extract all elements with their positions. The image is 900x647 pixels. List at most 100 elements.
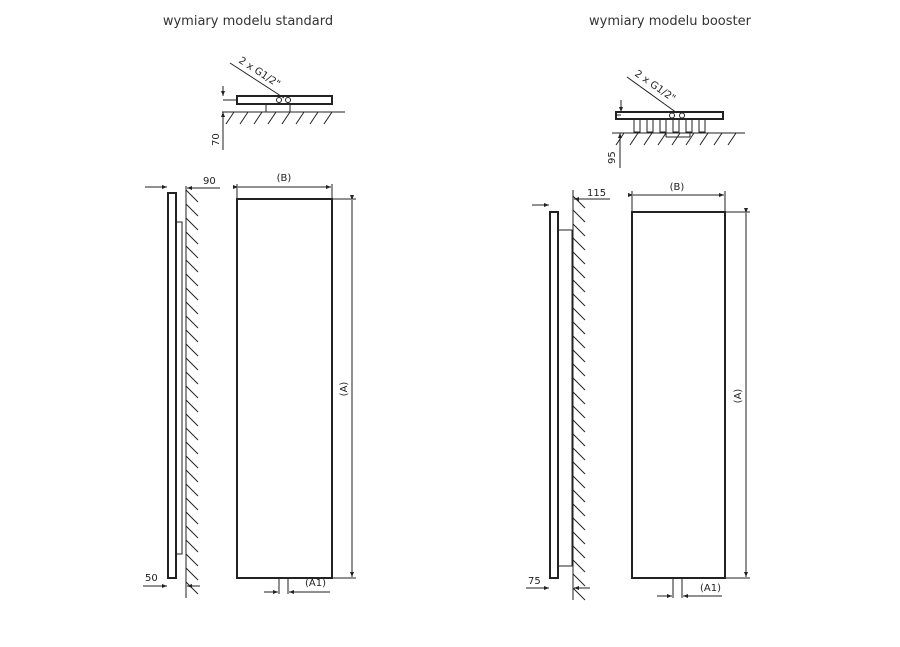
hatch-line (185, 357, 199, 371)
standard-front-view: (B) (A) (A1) (233, 173, 356, 594)
hatch-line (572, 573, 586, 587)
wall-hatching (572, 195, 586, 601)
hatch-line (185, 259, 199, 273)
depth-label: 90 (203, 176, 216, 187)
hatch-line (572, 391, 586, 405)
hatch-line (185, 273, 199, 287)
hatch-line (699, 132, 709, 146)
radiator-panel-front (631, 211, 726, 579)
hatch-line (185, 385, 199, 399)
radiator-panel-side (549, 211, 559, 579)
hatch-line (572, 209, 586, 223)
hatch-line (185, 189, 199, 203)
hatch-line (572, 405, 586, 419)
hatch-line (185, 455, 199, 469)
hatch-line (185, 399, 199, 413)
hatch-line (185, 553, 199, 567)
hatch-line (185, 483, 199, 497)
leader-line (626, 76, 678, 114)
hatch-line (185, 567, 199, 581)
standard-model-drawing: wymiary modelu standard 2 x G1/2" 70 90 (143, 14, 356, 598)
hatch-line (185, 315, 199, 329)
side-offset-label: 75 (528, 576, 541, 587)
standard-title: wymiary modelu standard (163, 14, 333, 29)
hatch-line (185, 469, 199, 483)
connection-point (669, 112, 675, 119)
fan-block (672, 118, 680, 133)
hatch-line (572, 251, 586, 265)
width-label: (B) (277, 173, 292, 184)
hatch-line (253, 111, 263, 125)
connection-point (285, 97, 291, 103)
depth-label: 115 (587, 188, 606, 199)
wall-hatching (615, 132, 737, 146)
hatch-line (185, 329, 199, 343)
fan-block (685, 118, 693, 133)
hatch-line (185, 497, 199, 511)
hatch-line (572, 531, 586, 545)
hatch-line (572, 237, 586, 251)
hatch-line (572, 461, 586, 475)
hatch-line (572, 517, 586, 531)
fan-block (659, 118, 667, 133)
hatch-line (185, 245, 199, 259)
hatch-line (572, 433, 586, 447)
booster-title: wymiary modelu booster (589, 14, 752, 29)
hatch-line (713, 132, 723, 146)
hatch-line (572, 447, 586, 461)
hatch-line (185, 539, 199, 553)
hatch-line (239, 111, 249, 125)
booster-front-view: (B) (A) (A1) (628, 182, 750, 598)
hatch-line (572, 363, 586, 377)
side-offset-label: 50 (145, 573, 158, 584)
hatch-line (572, 279, 586, 293)
hatch-line (267, 111, 277, 125)
connection-point (276, 97, 282, 103)
hatch-line (572, 335, 586, 349)
height-label: (A) (339, 382, 350, 397)
connection-label: 2 x G1/2" (632, 68, 677, 104)
hatch-line (629, 132, 639, 146)
hatch-line (685, 132, 695, 146)
hatch-line (572, 293, 586, 307)
standard-side-view: 90 50 (143, 176, 220, 598)
hatch-line (572, 545, 586, 559)
hatch-line (572, 265, 586, 279)
hatch-line (572, 307, 586, 321)
hatch-line (572, 223, 586, 237)
wall-hatching (185, 189, 199, 595)
hatch-line (727, 132, 737, 146)
fan-block (646, 118, 654, 133)
hatch-line (185, 343, 199, 357)
booster-side-view: 115 75 (526, 188, 610, 601)
hatch-line (572, 475, 586, 489)
hatch-line (572, 489, 586, 503)
hatch-line (572, 587, 586, 601)
hatch-line (185, 413, 199, 427)
wall-distance-label: 95 (607, 151, 618, 164)
fan-block (698, 118, 706, 133)
hatch-line (185, 511, 199, 525)
spacing-label: (A1) (305, 578, 326, 589)
bracket (557, 229, 573, 567)
connection-label: 2 x G1/2" (236, 55, 281, 90)
hatch-line (185, 427, 199, 441)
hatch-line (225, 111, 235, 125)
hatch-line (185, 581, 199, 595)
hatch-line (185, 441, 199, 455)
hatch-line (572, 349, 586, 363)
hatch-line (323, 111, 333, 125)
standard-top-view: 2 x G1/2" 70 (211, 55, 345, 150)
wall-distance-label: 70 (211, 133, 222, 146)
hatch-line (185, 287, 199, 301)
booster-fans (633, 118, 706, 138)
hatch-line (572, 503, 586, 517)
hatch-line (185, 371, 199, 385)
spacing-label: (A1) (700, 583, 721, 594)
bracket (265, 103, 291, 113)
connection-point (679, 112, 685, 119)
booster-top-view: 2 x G1/2" 95 (607, 68, 745, 168)
width-label: (B) (670, 182, 685, 193)
hatch-line (572, 559, 586, 573)
